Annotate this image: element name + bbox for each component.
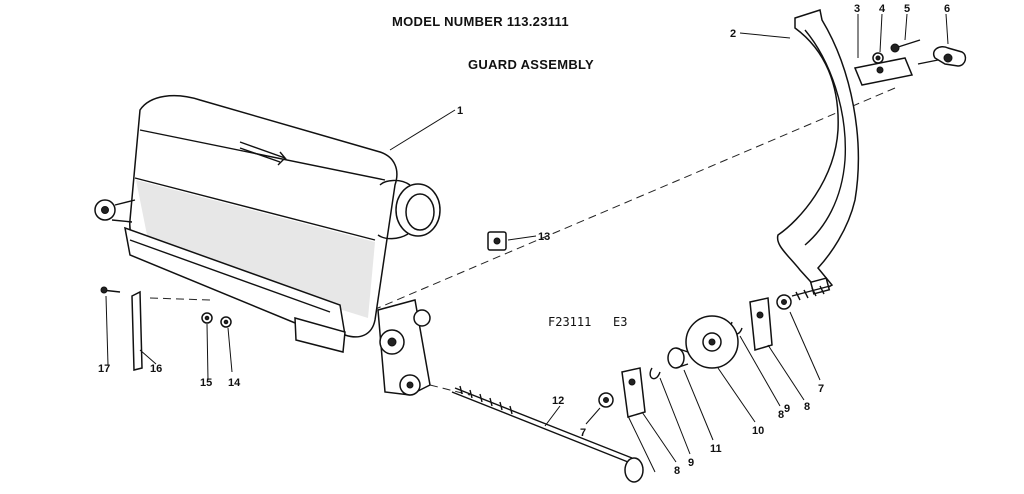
threaded-rod — [451, 385, 644, 483]
lower-guard-arm — [776, 9, 860, 295]
callout-5: 5 — [904, 3, 910, 15]
callout-2: 2 — [730, 28, 736, 40]
callout-8-mid: 8 — [778, 409, 784, 421]
callout-17: 17 — [98, 363, 110, 375]
arbor-hardware — [598, 297, 773, 418]
callout-3: 3 — [854, 3, 860, 15]
callout-10: 10 — [752, 425, 764, 437]
callout-15: 15 — [200, 377, 212, 389]
top-fastener-cluster — [853, 39, 967, 86]
callout-14: 14 — [228, 377, 241, 389]
figure-code: F23111 E3 — [548, 315, 628, 329]
callout-11: 11 — [710, 443, 722, 455]
callout-13: 13 — [538, 231, 550, 243]
callout-1: 1 — [457, 105, 463, 117]
model-number-heading: MODEL NUMBER 113.23111 — [392, 14, 569, 29]
callout-7-lower: 7 — [580, 427, 586, 439]
callout-8-left: 8 — [674, 465, 680, 477]
left-hardware — [100, 286, 232, 371]
callout-16: 16 — [150, 363, 162, 375]
assembly-title: GUARD ASSEMBLY — [468, 57, 595, 72]
arm-screw — [776, 285, 831, 310]
callout-7-upper: 7 — [818, 383, 824, 395]
callout-12: 12 — [552, 395, 564, 407]
callout-9-right: 9 — [784, 403, 790, 415]
callout-6: 6 — [944, 3, 950, 15]
square-nut — [487, 231, 507, 251]
callout-numbers: 1 2 3 4 5 6 7 8 8 9 10 11 9 8 7 12 13 14… — [98, 3, 950, 477]
leader-lines — [105, 13, 949, 473]
callout-9-left: 9 — [688, 457, 694, 469]
callout-8-right: 8 — [804, 401, 810, 413]
guard-housing — [94, 94, 441, 396]
callout-4: 4 — [879, 3, 886, 15]
